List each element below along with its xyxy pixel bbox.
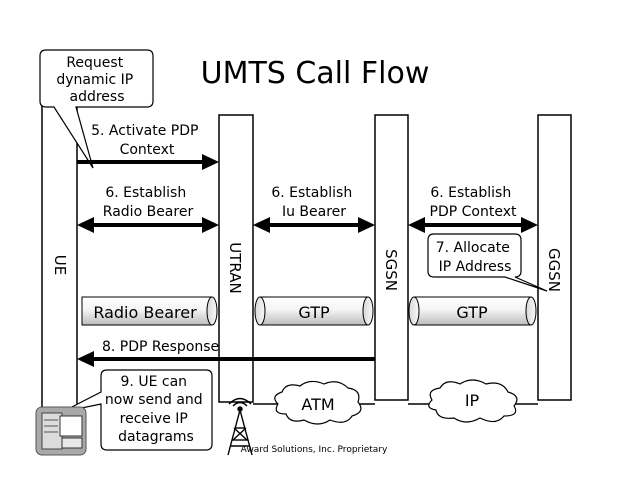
svg-text:9. UE can now send and: 9. UE can now send and receive IP datagr… (105, 374, 207, 445)
request-callout-line-2: dynamic IP (56, 72, 133, 88)
radio-bearer-label-1: 6. Establish (105, 185, 186, 201)
ggsn-label: GGSN (545, 248, 563, 292)
iu-bearer-label-1: 6. Establish (271, 185, 352, 201)
ue-send-line-1: 9. UE can (121, 374, 188, 390)
ue-send-callout: 9. UE can now send and receive IP datagr… (61, 369, 213, 451)
svg-text:6. Establish Iu Bearer: 6. Establish Iu Bearer (271, 185, 356, 220)
ue-send-line-4: datagrams (118, 429, 194, 445)
ue-label: UE (51, 255, 69, 275)
ggsn-column (537, 114, 572, 401)
sgsn-label: SGSN (382, 249, 400, 291)
svg-text:6. Establish Radio Bearer: 6. Establish Radio Bearer (103, 185, 194, 220)
gtp-pipe-2-label: GTP (456, 303, 488, 322)
computer-terminal-icon (35, 406, 87, 456)
radio-bearer-pipe-label: Radio Bearer (93, 303, 197, 322)
iu-bearer-label-2: Iu Bearer (282, 204, 346, 220)
utran-column (218, 114, 254, 403)
activate-pdp-label-1: 5. Activate PDP (91, 123, 198, 139)
antenna-tower-icon (227, 397, 253, 456)
ip-cloud (428, 379, 518, 423)
page-title: UMTS Call Flow (201, 56, 430, 91)
pdp-context-arrow (408, 217, 538, 233)
footer-proprietary: Award Solutions, Inc. Proprietary (241, 445, 388, 455)
ue-send-line-3: receive IP (120, 411, 188, 427)
pdp-context-label-2: PDP Context (430, 204, 517, 220)
pdp-response-label: 8. PDP Response (102, 339, 219, 355)
gtp-pipe-1-label: GTP (298, 303, 330, 322)
ip-label: IP (465, 391, 480, 410)
iu-bearer-arrow (253, 217, 375, 233)
pdp-context-label-1: 6. Establish (430, 185, 511, 201)
request-callout-line-1: Request (66, 55, 123, 71)
radio-bearer-label-2: Radio Bearer (103, 204, 194, 220)
svg-text:6. Establish PDP Context: 6. Establish PDP Context (430, 185, 517, 220)
allocate-ip-line-1: 7. Allocate (436, 240, 510, 256)
ue-column (41, 85, 78, 425)
activate-pdp-arrow (77, 154, 219, 170)
ue-send-line-2: now send and (105, 392, 203, 408)
svg-text:Request dynamic IP: Request dynamic IP address (56, 55, 137, 105)
svg-text:5. Activate PDP Context: 5. Activate PDP Context (91, 123, 203, 158)
atm-cloud (274, 380, 362, 425)
request-callout-line-3: address (69, 89, 124, 105)
activate-pdp-label-2: Context (120, 142, 175, 158)
allocate-ip-line-2: IP Address (439, 259, 512, 275)
allocate-ip-callout: 7. Allocate IP Address (427, 233, 548, 292)
radio-bearer-arrow (77, 217, 219, 233)
radio-bearer-pipe (81, 296, 218, 326)
pdp-response-arrow (77, 351, 375, 367)
sgsn-column (374, 114, 409, 401)
request-callout: Request dynamic IP address (39, 49, 154, 169)
gtp-pipe-utran-sgsn (254, 296, 374, 326)
atm-label: ATM (301, 395, 334, 414)
svg-text:7. Allocate IP Address: 7. Allocate IP Address (436, 240, 515, 275)
utran-label: UTRAN (226, 242, 244, 293)
gtp-pipe-sgsn-ggsn (408, 296, 537, 326)
